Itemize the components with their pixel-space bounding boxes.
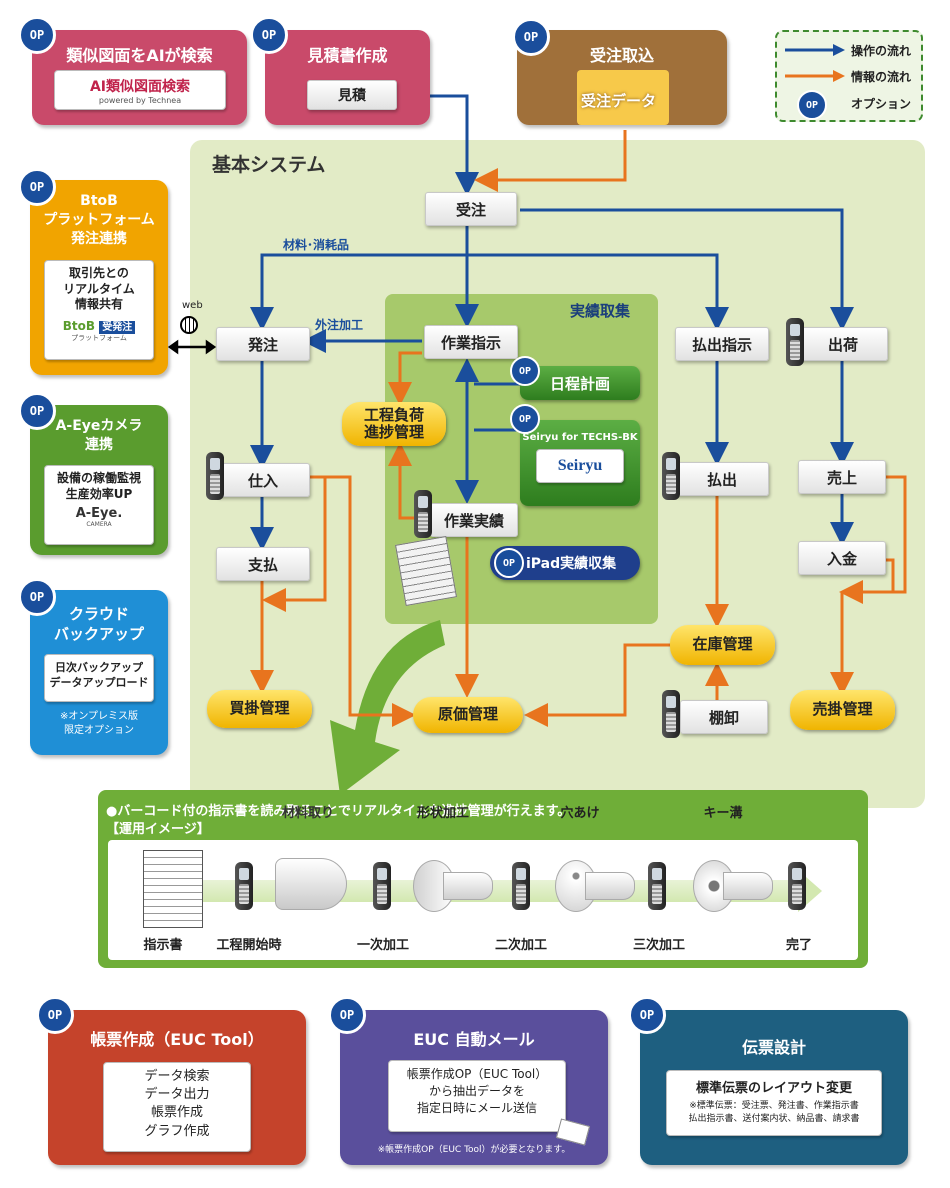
label-zairyo: 材料･消耗品	[283, 238, 350, 252]
node-nyukin[interactable]: 入金	[798, 541, 886, 575]
op-badge-icon: OP	[36, 996, 74, 1034]
denpyo-panel: 伝票設計 標準伝票のレイアウト変更 ※標準伝票：受注票、発注書、作業指示書 払出…	[640, 1010, 908, 1165]
basic-system-title: 基本システム	[212, 154, 326, 176]
web-label: web	[182, 300, 203, 311]
scanner-icon	[235, 862, 253, 910]
step-bottom-label: 完了	[785, 938, 812, 953]
legend-label-option: オプション	[851, 97, 912, 111]
orange-arrow-icon	[785, 70, 845, 82]
down-arrow-graphic	[330, 620, 445, 795]
legend-label-info: 情報の流れ	[851, 70, 912, 84]
scanner-icon	[662, 690, 680, 738]
cloud-info-box: 日次バックアップ データアップロード	[44, 654, 154, 702]
ai-search-logo: AI類似図面検索 powered by Technea	[54, 70, 226, 110]
btob-logo: BtoB 受発注	[45, 318, 153, 334]
euc-tool-panel: 帳票作成（EUC Tool） データ検索 データ出力 帳票作成 グラフ作成	[48, 1010, 306, 1165]
denpyo-box: 標準伝票のレイアウト変更 ※標準伝票：受注票、発注書、作業指示書 払出指示書、送…	[666, 1070, 882, 1136]
op-badge-icon: OP	[510, 356, 540, 386]
aeye-info-box: 設備の稼働監視 生産効率UP A-Eye. CAMERA	[44, 465, 154, 545]
scanner-icon	[648, 862, 666, 910]
aeye-logo: A-Eye.	[75, 506, 123, 522]
euc-mail-box: 帳票作成OP（EUC Tool） から抽出データを 指定日時にメール送信	[388, 1060, 566, 1132]
seiryu-logo: Seiryu	[536, 449, 624, 483]
label-gaichu: 外注加工	[315, 318, 364, 332]
node-genka[interactable]: 原価管理	[413, 697, 523, 733]
step-bottom-label: 二次加工	[494, 938, 547, 953]
step-bottom-label: 一次加工	[356, 938, 409, 953]
subsystem-title: 実績取集	[570, 302, 631, 320]
process-subhead: 【運用イメージ】	[106, 822, 210, 837]
node-uriage[interactable]: 売上	[798, 460, 886, 494]
drilled-part-icon	[555, 860, 635, 912]
node-hatchu[interactable]: 発注	[216, 327, 310, 361]
seiryu-panel[interactable]: Seiryu for TECHS-BK Seiryu	[520, 420, 640, 506]
scanner-icon	[414, 490, 432, 538]
node-sagyo-jisseki[interactable]: 作業実績	[430, 503, 518, 537]
process-inner: 材料取り 形状加工 穴あけ キー溝 指示書 工程開始時 一次加工 二次加工 三次…	[108, 806, 858, 960]
flow-arrows	[167, 94, 907, 727]
euc-tool-box: データ検索 データ出力 帳票作成 グラフ作成	[103, 1062, 251, 1152]
legend-label-operation: 操作の流れ	[851, 44, 912, 58]
op-badge-icon: OP	[18, 578, 56, 616]
ai-search-panel: 類似図面をAIが検索 AI類似図面検索 powered by Technea	[32, 30, 247, 125]
node-kotei-fuka[interactable]: 工程負荷 進捗管理	[342, 402, 446, 446]
estimate-panel: 見積書作成 見積	[265, 30, 430, 125]
node-urikake[interactable]: 売掛管理	[790, 690, 895, 730]
scanner-icon	[373, 862, 391, 910]
step-top-label: 穴あけ	[560, 806, 600, 821]
node-nittei[interactable]: 日程計画	[520, 366, 640, 400]
btob-panel: BtoB プラットフォーム 発注連携 取引先との リアルタイム 情報共有 Bto…	[30, 180, 168, 375]
keyway-part-icon	[693, 860, 773, 912]
instruction-sheet-icon	[143, 850, 203, 928]
op-badge-icon: OP	[510, 404, 540, 434]
shaped-part-icon	[413, 860, 493, 912]
blue-arrow-icon	[785, 44, 845, 56]
process-headline: ●バーコード付の指示書を読み取ることでリアルタイムな進捗管理が行えます。	[106, 804, 571, 819]
node-tanaoroshi[interactable]: 棚卸	[680, 700, 768, 734]
node-zaiko[interactable]: 在庫管理	[670, 625, 775, 665]
legend: 操作の流れ 情報の流れ OP オプション	[775, 30, 923, 122]
cloud-panel: クラウド バックアップ 日次バックアップ データアップロード ※オンプレミス版 …	[30, 590, 168, 755]
step-top-label: キー溝	[703, 806, 743, 821]
scanner-icon	[662, 452, 680, 500]
order-import-panel: 受注取込 受注データ	[517, 30, 727, 125]
node-sagyo-shiji[interactable]: 作業指示	[424, 325, 518, 359]
step-bottom-label: 三次加工	[632, 938, 685, 953]
op-badge-icon: OP	[18, 168, 56, 206]
euc-mail-panel: EUC 自動メール 帳票作成OP（EUC Tool） から抽出データを 指定日時…	[340, 1010, 608, 1165]
folder-icon	[577, 70, 669, 125]
node-haraidashi-shiji[interactable]: 払出指示	[675, 327, 769, 361]
op-badge-icon: OP	[18, 16, 56, 54]
op-badge-icon: OP	[797, 90, 827, 120]
order-data-label: 受注データ	[581, 92, 657, 110]
step-top-label: 形状加工	[416, 806, 469, 821]
step-top-label: 材料取り	[281, 806, 334, 821]
step-bottom-label: 指示書	[143, 938, 183, 953]
btob-info-box: 取引先との リアルタイム 情報共有 BtoB 受発注 プラットフォーム	[44, 260, 154, 360]
node-juchu[interactable]: 受注	[425, 192, 517, 226]
node-shukka[interactable]: 出荷	[798, 327, 888, 361]
process-panel: ●バーコード付の指示書を読み取ることでリアルタイムな進捗管理が行えます。 【運用…	[98, 790, 868, 968]
instruction-sheet-icon	[395, 535, 457, 607]
op-badge-icon: OP	[250, 16, 288, 54]
op-badge-icon: OP	[512, 18, 550, 56]
scanner-icon	[786, 318, 804, 366]
op-badge-icon: OP	[494, 548, 524, 578]
node-haraidashi[interactable]: 払出	[675, 462, 769, 496]
op-badge-icon: OP	[628, 996, 666, 1034]
node-shiire[interactable]: 仕入	[216, 463, 310, 497]
scanner-icon	[206, 452, 224, 500]
estimate-button[interactable]: 見積	[307, 80, 397, 110]
op-badge-icon: OP	[18, 392, 56, 430]
scanner-icon	[788, 862, 806, 910]
scanner-icon	[512, 862, 530, 910]
globe-icon	[180, 316, 198, 334]
node-kaikake[interactable]: 買掛管理	[207, 690, 312, 728]
step-bottom-label: 工程開始時	[216, 938, 282, 953]
op-badge-icon: OP	[328, 996, 366, 1034]
material-cylinder-icon	[275, 858, 347, 910]
node-shiharai[interactable]: 支払	[216, 547, 310, 581]
aeye-panel: A-Eyeカメラ 連携 設備の稼働監視 生産効率UP A-Eye. CAMERA	[30, 405, 168, 555]
